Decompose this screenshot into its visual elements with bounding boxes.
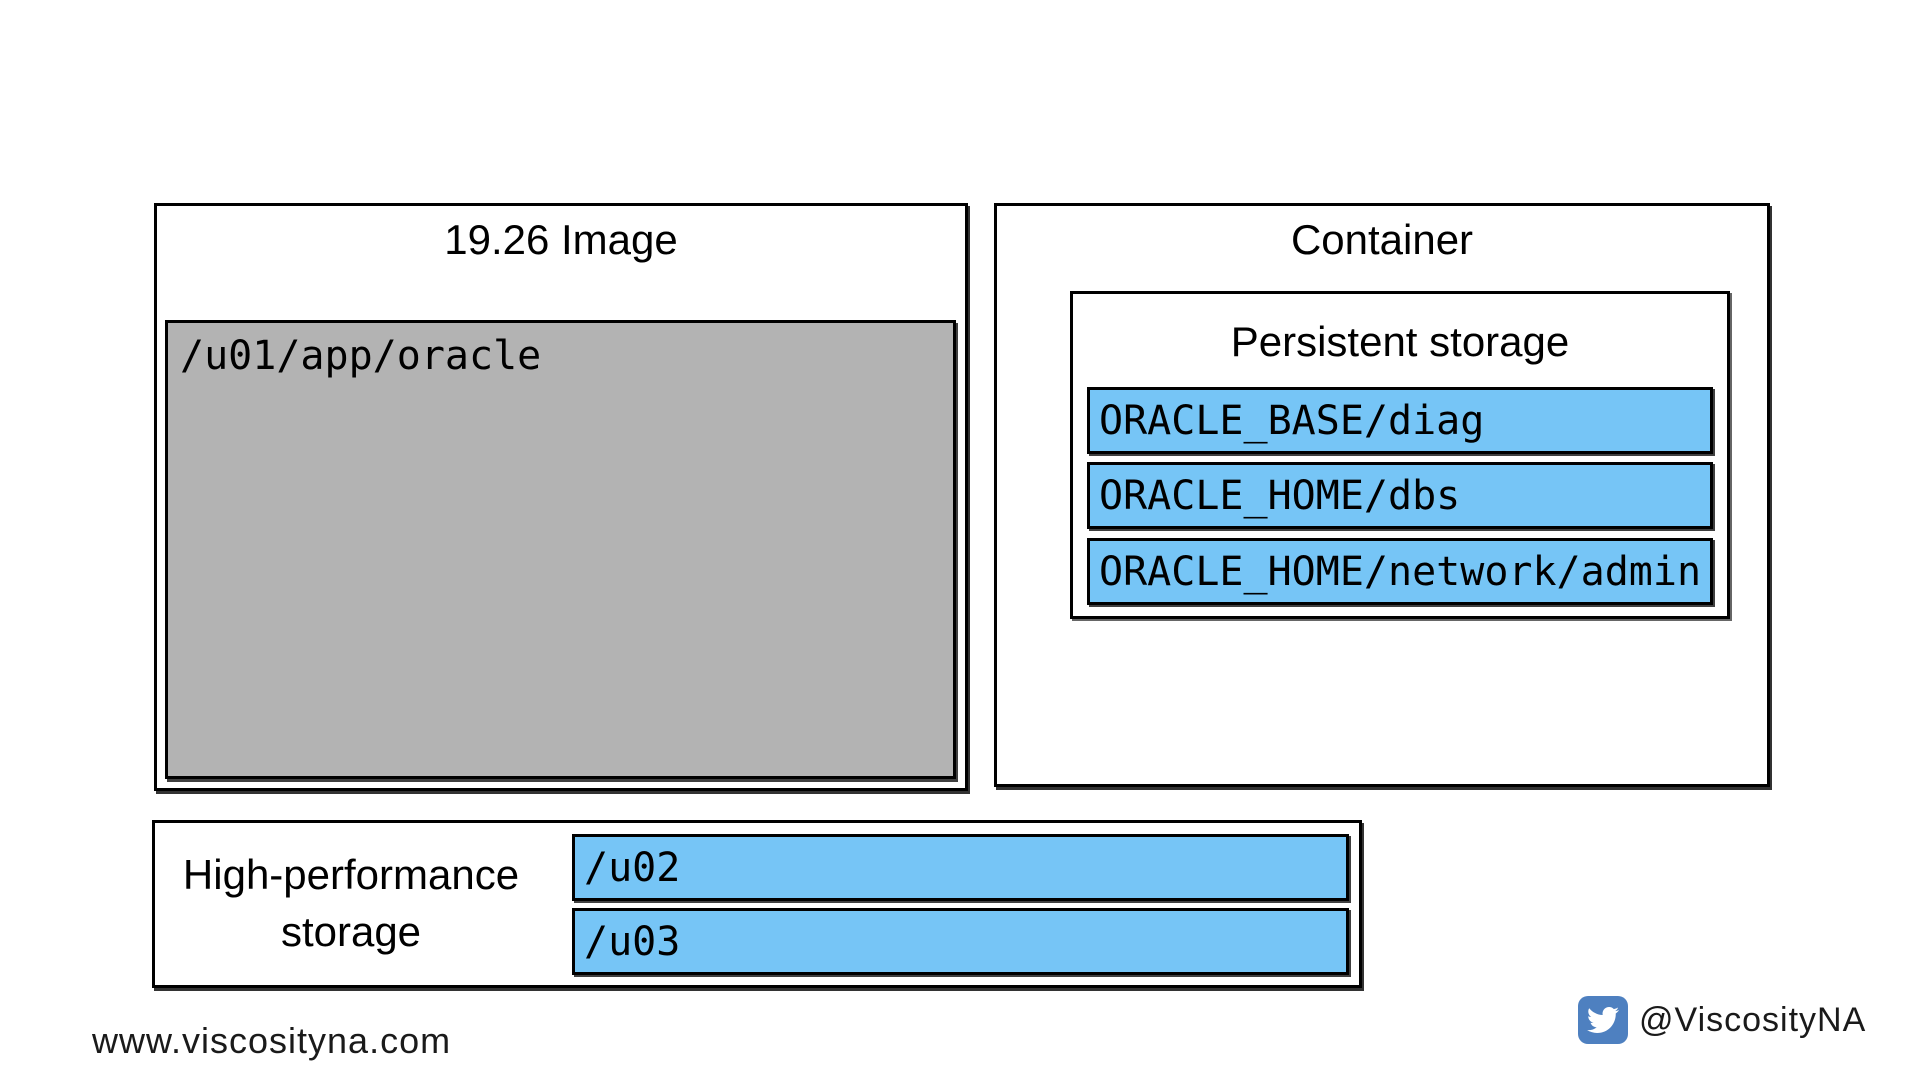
twitter-icon [1578,996,1628,1044]
twitter-attribution: @ViscosityNA [1578,996,1866,1044]
image-box-title: 19.26 Image [444,216,678,263]
u01-volume: /u01/app/oracle [165,320,956,779]
persistent-storage-item: ORACLE_HOME/dbs [1087,462,1713,529]
persistent-storage-item: ORACLE_BASE/diag [1087,387,1713,454]
high-performance-storage-label: High-performance storage [182,851,520,955]
persistent-storage-item: ORACLE_HOME/network/admin [1087,538,1713,605]
footer-website-text: www.viscosityna.com [92,1020,452,1061]
twitter-handle-text: @ViscosityNA [1639,1000,1867,1039]
persistent-storage-title: Persistent storage [1230,318,1570,365]
container-box-title: Container [1290,216,1474,263]
u03-volume: /u03 [572,908,1349,975]
u02-volume: /u02 [572,834,1349,901]
